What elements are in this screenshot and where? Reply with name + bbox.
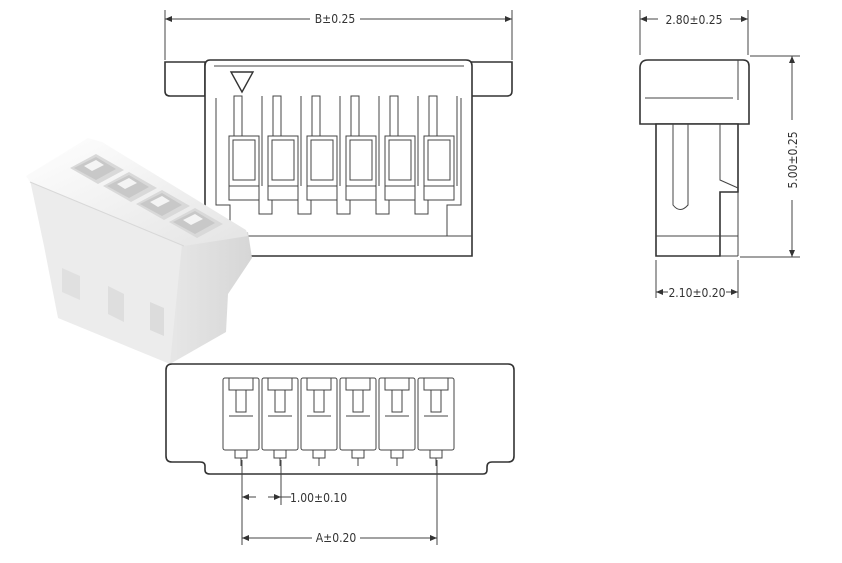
- bottom-contact: [300, 377, 338, 466]
- bottom-contact: [339, 377, 377, 466]
- arrow-down-triangle-icon: [229, 71, 255, 94]
- front-view: B±0.25: [164, 10, 513, 257]
- dimension-a-label: A±0.20: [316, 531, 357, 545]
- product-cavity: [70, 154, 124, 184]
- bottom-contact: [222, 377, 260, 466]
- dimension-pitch-label: 1.00±0.10: [290, 491, 347, 505]
- dimension-side-width: 2.80±0.25: [639, 10, 749, 55]
- front-slot: [384, 95, 429, 215]
- dimension-side-base: 2.10±0.20: [655, 260, 739, 300]
- bottom-contact: [417, 377, 455, 466]
- dimension-side-height-label: 5.00±0.25: [786, 131, 800, 188]
- dimension-side-base-label: 2.10±0.20: [668, 286, 725, 300]
- front-slot: [306, 95, 351, 215]
- product-cavity: [169, 208, 223, 238]
- dimension-b: B±0.25: [164, 10, 513, 60]
- bottom-contact: [378, 377, 416, 466]
- bottom-contact: [261, 377, 299, 466]
- front-slot: [267, 95, 312, 215]
- front-slot: [345, 95, 390, 215]
- dimension-side-height: 5.00±0.25: [740, 55, 800, 258]
- front-slot: [228, 95, 273, 215]
- bottom-view: 1.00±0.10 A±0.20: [165, 363, 515, 545]
- dimension-pitch: 1.00±0.10: [241, 460, 347, 545]
- front-slot: [423, 95, 458, 201]
- dimension-a: A±0.20: [242, 460, 438, 545]
- dimension-side-width-label: 2.80±0.25: [665, 13, 722, 27]
- product-cavity: [136, 190, 190, 220]
- connector-product-image: [26, 138, 252, 364]
- product-cavity: [103, 172, 157, 202]
- front-view-body: [204, 59, 473, 257]
- side-view: 2.80±0.25 5.00±0.25 2.10±0.20: [639, 10, 800, 300]
- dimension-b-label: B±0.25: [315, 12, 355, 26]
